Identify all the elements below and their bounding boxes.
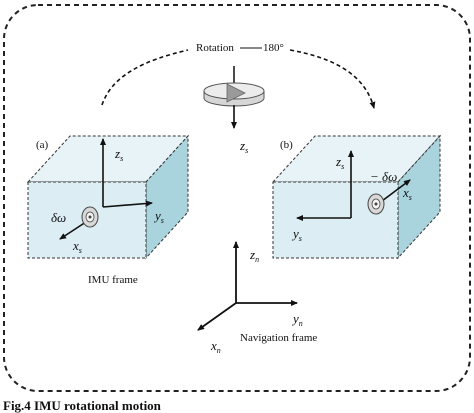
axis-a-y	[102, 200, 153, 208]
axis-a-z-label: zs	[114, 146, 123, 163]
axis-b-x	[381, 179, 411, 202]
axis-a-y-label: ys	[153, 208, 164, 225]
axis-n-z-label: zn	[249, 247, 259, 264]
axis-b-z-label: zs	[335, 154, 344, 171]
navigation-frame-label: Navigation frame	[240, 332, 317, 344]
imu-frame-label: IMU frame	[88, 274, 138, 286]
axis-n-x-label: xn	[210, 338, 221, 355]
turntable-axis-label: zs	[239, 138, 248, 155]
panel-b-tag: (b)	[280, 139, 293, 151]
rate-b-label: − δω	[370, 169, 397, 184]
outer-frame	[3, 4, 471, 392]
panel-a: (a) zs ys xs δω IMU frame	[26, 134, 190, 286]
rotation-arrow-right	[289, 49, 376, 109]
axis-b-x-label: xs	[402, 185, 412, 202]
rate-a-label: δω	[51, 210, 66, 225]
axis-n-x	[197, 302, 237, 331]
box-b-front	[272, 181, 399, 259]
axis-b-y-label: ys	[291, 226, 302, 243]
turntable: zs	[203, 66, 265, 155]
gyro-icon	[367, 193, 385, 215]
axis-n-y-label: yn	[291, 311, 303, 328]
panel-b: (b) zs xs ys − δω	[271, 134, 442, 260]
figure-caption: Fig.4 IMU rotational motion	[3, 398, 162, 413]
gyro-icon	[81, 206, 99, 228]
navigation-frame: zn yn xn Navigation frame	[197, 241, 317, 355]
play-triangle-icon	[226, 83, 246, 103]
panel-a-tag: (a)	[36, 139, 49, 151]
rotation-text: Rotation	[196, 42, 234, 54]
rotation-label: Rotation 180°	[196, 42, 284, 54]
rotation-arrow-left	[101, 49, 189, 106]
rotation-angle: 180°	[263, 42, 284, 54]
axis-a-x-label: xs	[72, 238, 82, 255]
